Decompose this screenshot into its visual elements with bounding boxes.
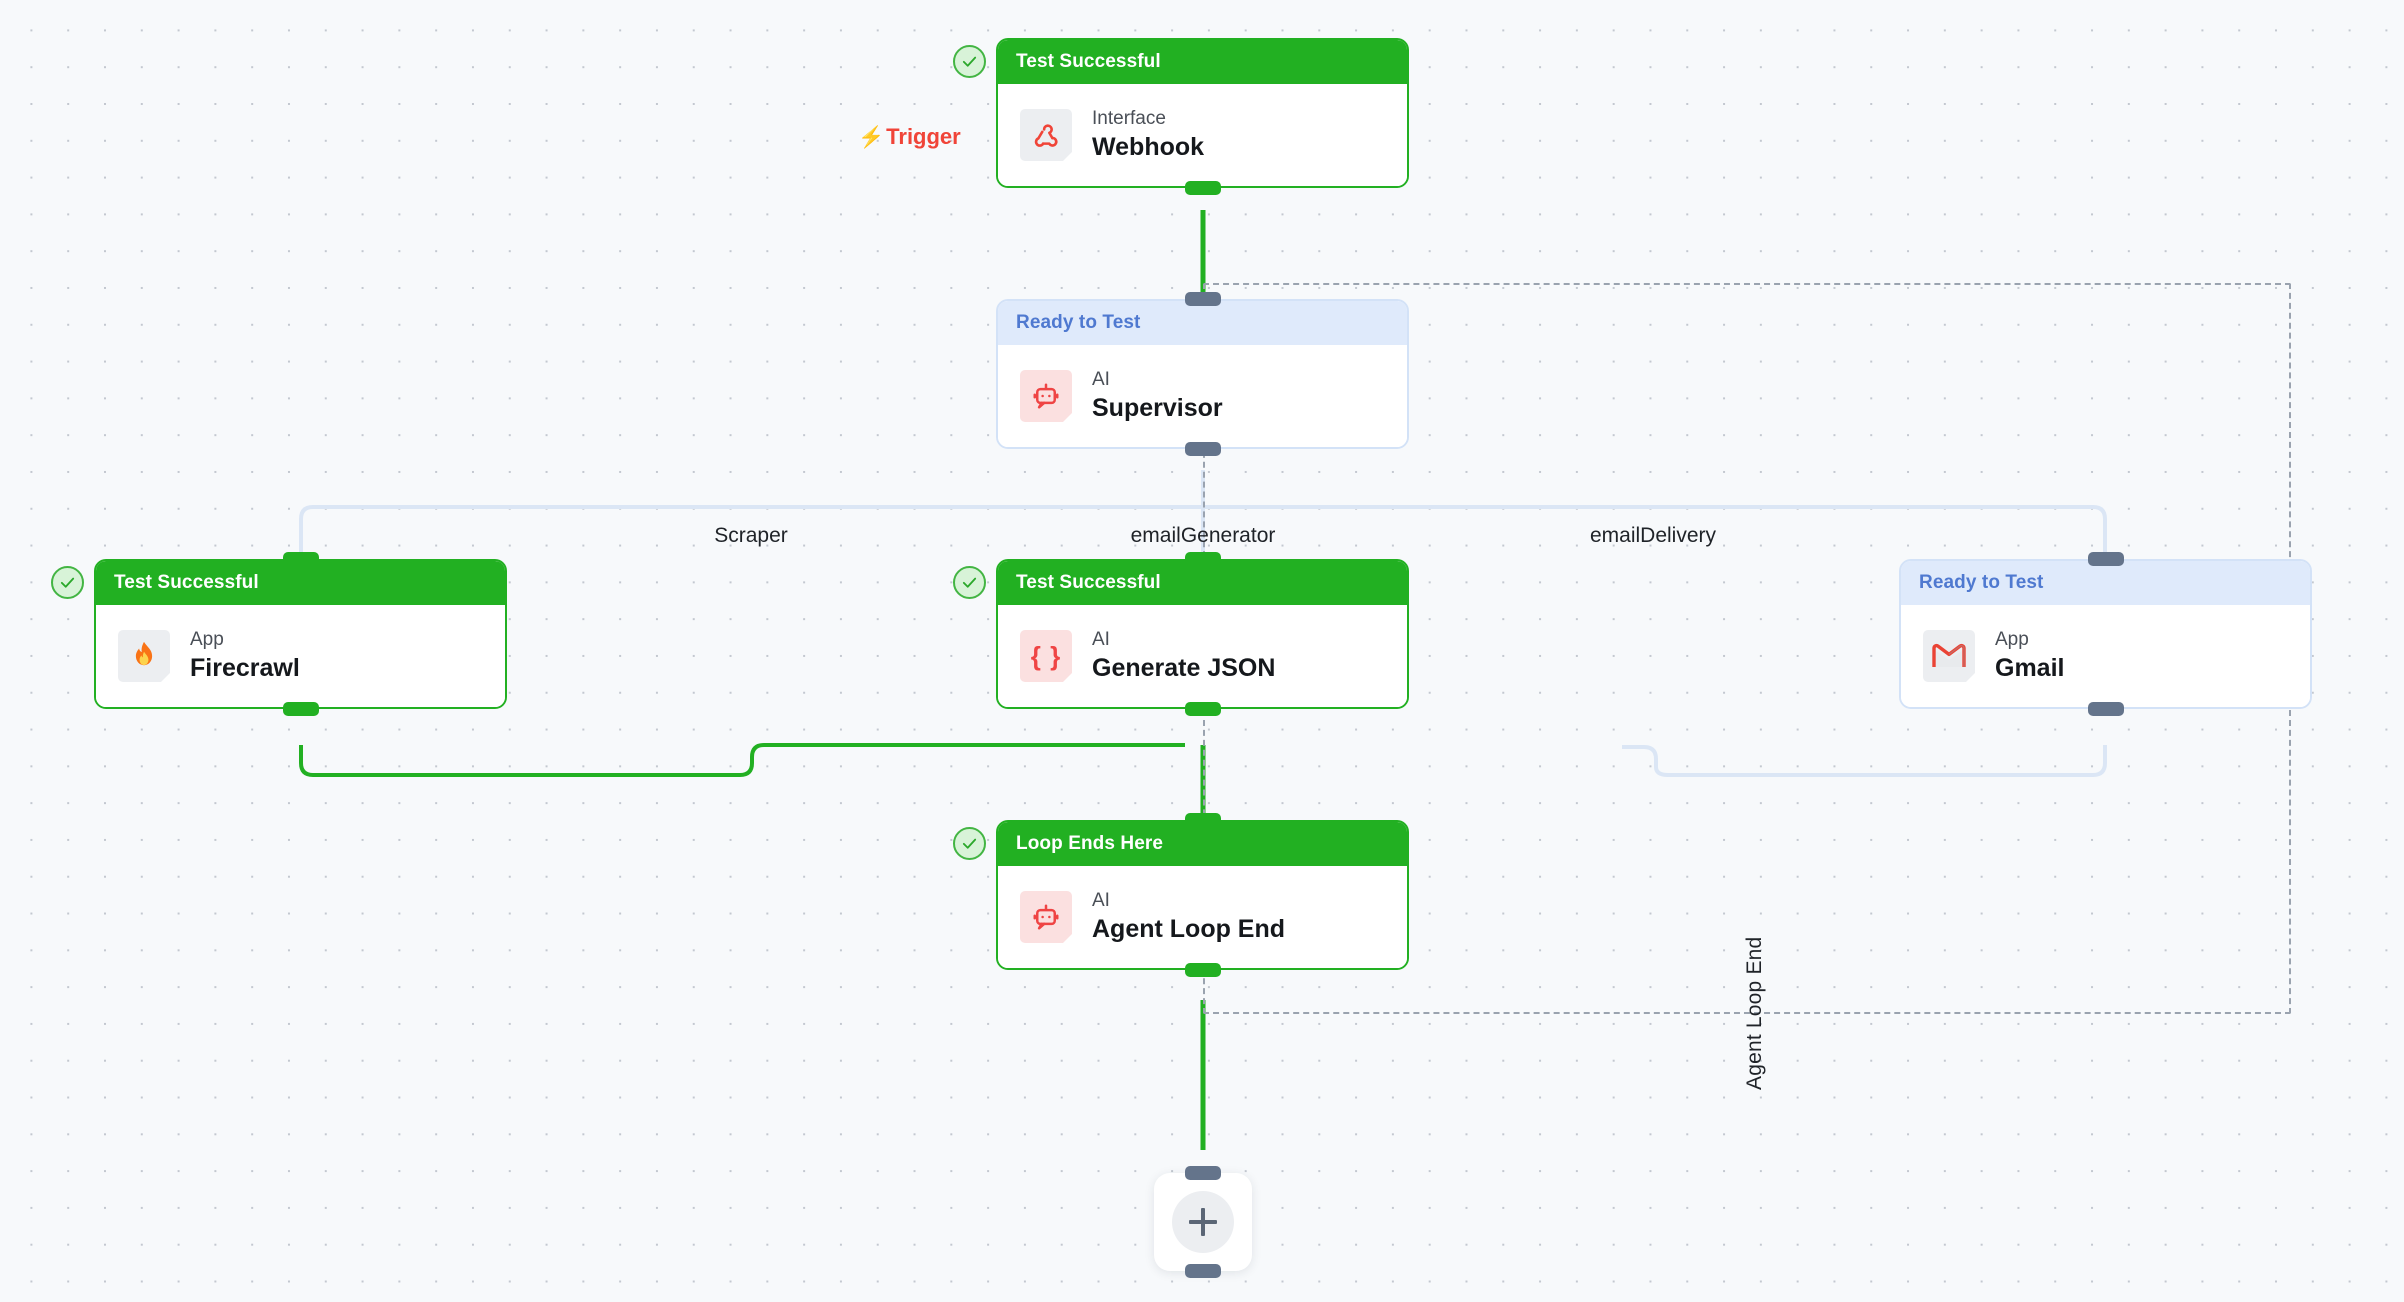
node-generate-json-status-badge — [953, 566, 986, 599]
node-gmail-kind: App — [1995, 628, 2029, 650]
node-firecrawl-input-handle[interactable] — [282, 552, 319, 566]
node-webhook-title: Webhook — [1092, 132, 1205, 161]
node-supervisor[interactable]: Ready to Test AI Supervisor — [996, 292, 1409, 456]
lightning-bolt-icon: ⚡ — [858, 125, 885, 149]
node-gmail[interactable]: Ready to Test App Gmail — [1899, 552, 2312, 716]
node-supervisor-output-handle[interactable] — [1184, 442, 1221, 456]
node-generate-json[interactable]: Test Successful { } AI Generate JSON — [996, 552, 1409, 716]
node-agent-loop-end-kind: AI — [1092, 889, 1110, 911]
node-firecrawl-status-badge — [51, 566, 84, 599]
node-gmail-input-handle[interactable] — [2087, 552, 2124, 566]
node-supervisor-status: Ready to Test — [998, 301, 1407, 345]
node-gmail-status: Ready to Test — [1901, 561, 2310, 605]
add-node-output-handle[interactable] — [1185, 1264, 1221, 1278]
add-node-input-handle[interactable] — [1185, 1166, 1221, 1180]
node-firecrawl-kind: App — [190, 628, 224, 650]
agent-loop-label: Agent Loop End — [1743, 936, 1766, 1090]
add-node-circle — [1172, 1191, 1234, 1253]
node-agent-loop-end-output-handle[interactable] — [1184, 963, 1221, 977]
node-agent-loop-end-status: Loop Ends Here — [998, 822, 1407, 866]
branch-label-email-delivery: emailDelivery — [1589, 524, 1717, 547]
node-supervisor-kind: AI — [1092, 368, 1110, 390]
branch-label-scraper: Scraper — [714, 524, 788, 547]
trigger-label: ⚡ Trigger — [858, 124, 961, 150]
add-node-button[interactable] — [1154, 1166, 1252, 1278]
node-webhook-kind: Interface — [1092, 107, 1166, 129]
flame-icon — [118, 630, 170, 682]
node-firecrawl-status: Test Successful — [96, 561, 505, 605]
trigger-text: Trigger — [886, 124, 961, 149]
robot-icon — [1020, 370, 1072, 422]
node-gmail-title: Gmail — [1995, 653, 2065, 682]
node-agent-loop-end-status-badge — [953, 827, 986, 860]
node-firecrawl-title: Firecrawl — [190, 653, 300, 682]
curly-braces-icon: { } — [1020, 630, 1072, 682]
robot-icon — [1020, 891, 1072, 943]
node-generate-json-input-handle[interactable] — [1184, 552, 1221, 566]
node-gmail-output-handle[interactable] — [2087, 702, 2124, 716]
gmail-icon — [1923, 630, 1975, 682]
node-webhook-output-handle[interactable] — [1184, 181, 1221, 195]
node-generate-json-status: Test Successful — [998, 561, 1407, 605]
node-supervisor-title: Supervisor — [1092, 393, 1223, 422]
node-generate-json-output-handle[interactable] — [1184, 702, 1221, 716]
node-agent-loop-end-input-handle[interactable] — [1184, 813, 1221, 827]
branch-label-email-generator: emailGenerator — [1130, 524, 1276, 547]
node-webhook-status-badge — [953, 45, 986, 78]
webhook-icon — [1020, 109, 1072, 161]
node-webhook-status: Test Successful — [998, 40, 1407, 84]
edge-firecrawl-to-generate-json — [299, 743, 1185, 777]
node-webhook[interactable]: Test Successful Interface Webhook — [996, 38, 1409, 195]
node-firecrawl[interactable]: Test Successful App Firecrawl — [94, 552, 507, 716]
node-generate-json-title: Generate JSON — [1092, 653, 1276, 682]
node-firecrawl-output-handle[interactable] — [282, 702, 319, 716]
node-agent-loop-end[interactable]: Loop Ends Here AI Agent Loop End — [996, 813, 1409, 977]
plus-icon — [1189, 1208, 1217, 1236]
node-generate-json-kind: AI — [1092, 628, 1110, 650]
node-agent-loop-end-title: Agent Loop End — [1092, 914, 1286, 943]
node-supervisor-input-handle[interactable] — [1184, 292, 1221, 306]
